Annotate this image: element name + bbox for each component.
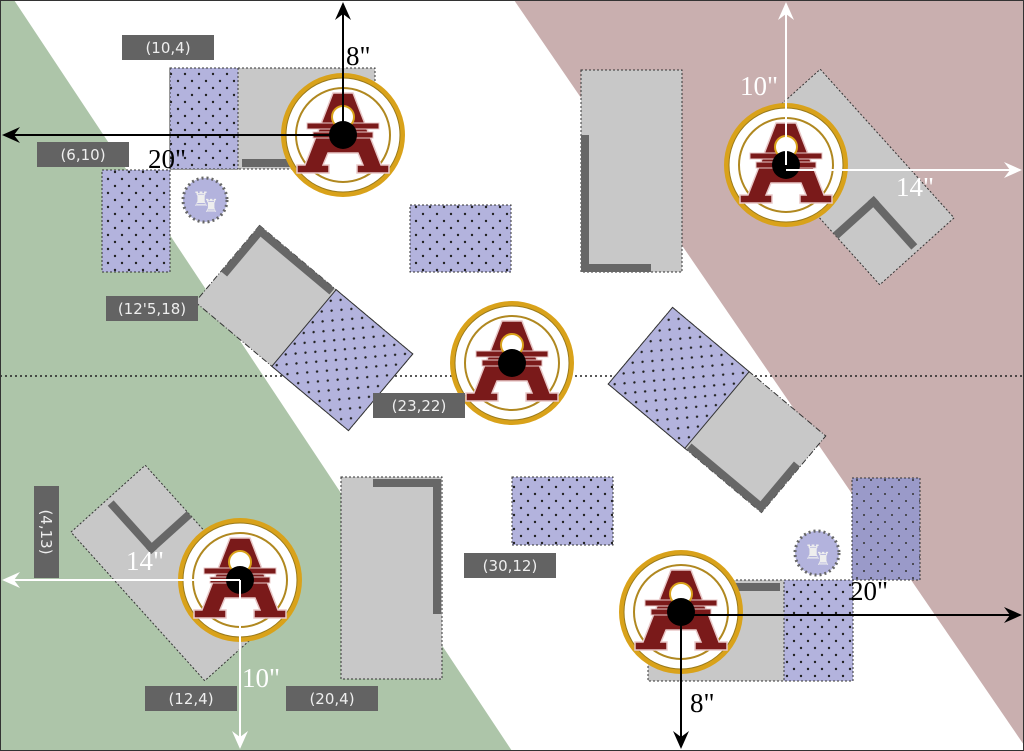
coord-label: (12'5,18) bbox=[106, 296, 198, 321]
coord-label: (30,12) bbox=[464, 553, 556, 578]
measure-label: 20" bbox=[148, 144, 186, 174]
measure-label: 8" bbox=[690, 688, 715, 718]
forest-left bbox=[101, 169, 171, 273]
svg-text:(4,13): (4,13) bbox=[37, 509, 55, 554]
coord-label: (23,22) bbox=[373, 393, 465, 418]
forest-bottom-center bbox=[511, 476, 614, 546]
svg-text:(10,4): (10,4) bbox=[145, 39, 190, 57]
rook-marker-icon bbox=[793, 529, 841, 577]
svg-text:(23,22): (23,22) bbox=[392, 397, 447, 415]
svg-text:(30,12): (30,12) bbox=[483, 557, 538, 575]
measure-label: 20" bbox=[850, 576, 888, 606]
measure-label: 10" bbox=[242, 663, 280, 693]
forest-right bbox=[851, 477, 921, 581]
measure-label: 14" bbox=[896, 172, 934, 202]
coord-label: (12,4) bbox=[145, 686, 237, 711]
coord-label: (20,4) bbox=[286, 686, 378, 711]
forest-top-center bbox=[409, 204, 512, 273]
coord-label: (10,4) bbox=[122, 35, 214, 60]
svg-text:(12,4): (12,4) bbox=[168, 690, 213, 708]
svg-text:(20,4): (20,4) bbox=[309, 690, 354, 708]
ruin-center-right bbox=[607, 306, 827, 514]
ruin-bottom-center bbox=[340, 476, 443, 680]
svg-text:(12'5,18): (12'5,18) bbox=[118, 300, 186, 318]
measure-label: 14" bbox=[126, 546, 164, 576]
objective-marker-center[interactable] bbox=[449, 300, 575, 426]
coord-label: (4,13) bbox=[34, 486, 59, 578]
svg-text:(6,10): (6,10) bbox=[60, 146, 105, 164]
measure-label: 8" bbox=[346, 41, 371, 71]
coord-label: (6,10) bbox=[37, 142, 129, 167]
ruin-top-center bbox=[580, 69, 683, 273]
measure-label: 10" bbox=[740, 71, 778, 101]
rook-marker-icon bbox=[181, 176, 229, 224]
